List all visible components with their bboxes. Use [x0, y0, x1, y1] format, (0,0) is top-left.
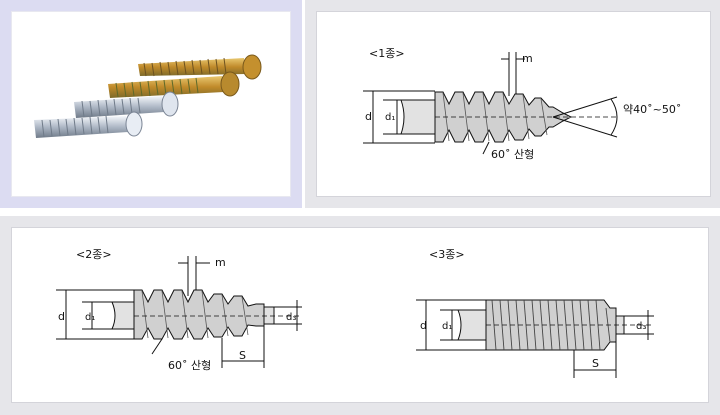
type2-d-dimension: [56, 289, 136, 340]
type1-m-dimension: [501, 52, 525, 96]
type1-panel: <1종> m d d₁: [305, 0, 720, 208]
types23-frame: <2종> m d d₁: [11, 227, 709, 403]
type2-title: <2종>: [76, 248, 112, 261]
gold-screw-1: [138, 54, 262, 80]
type1-thread-leader: [482, 141, 490, 155]
type1-title: <1종>: [369, 47, 405, 60]
type3-d3-dimension: [624, 310, 654, 340]
type2-thread-leader: [151, 338, 163, 355]
type1-angle-label: 약40˚~50˚: [623, 102, 681, 116]
types23-diagram: <2종> m d d₁: [56, 248, 654, 378]
type3-d3-label: d₃: [636, 321, 646, 332]
type3-s-label: S: [592, 357, 599, 370]
type2-screw: [111, 289, 275, 340]
type2-d3-dimension: [274, 300, 302, 331]
gold-screw-2: [108, 71, 240, 98]
type3-d1-label: d₁: [442, 321, 452, 332]
type2-s-dimension: [221, 326, 265, 368]
photo-panel: [0, 0, 302, 208]
type3-s-dimension: [573, 342, 617, 378]
type2-d3-label: d₃: [286, 312, 296, 323]
photo-frame: [11, 11, 291, 197]
type3-title: <3종>: [429, 248, 465, 261]
type3-d-dimension: [416, 299, 486, 351]
type2-m-label: m: [215, 256, 226, 269]
types23-panel: <2종> m d d₁: [0, 216, 720, 415]
type1-diagram: <1종> m d d₁: [363, 47, 681, 161]
type1-thread-label: 60˚ 산형: [491, 148, 534, 161]
type1-frame: <1종> m d d₁: [316, 11, 711, 197]
silver-screw-2: [34, 111, 143, 138]
screws-photo: [34, 54, 262, 138]
silver-screw-1: [74, 91, 179, 118]
type1-d1-label: d₁: [385, 112, 395, 123]
type2-m-dimension: [178, 256, 210, 296]
type1-m-label: m: [522, 52, 533, 65]
type2-d-label: d: [58, 310, 65, 323]
type3-d-label: d: [420, 319, 427, 332]
type1-d-label: d: [365, 110, 372, 123]
type2-thread-label: 60˚ 산형: [168, 359, 211, 372]
type1-angle: [552, 96, 618, 138]
type2-d1-label: d₁: [85, 312, 95, 323]
type2-s-label: S: [239, 349, 246, 362]
